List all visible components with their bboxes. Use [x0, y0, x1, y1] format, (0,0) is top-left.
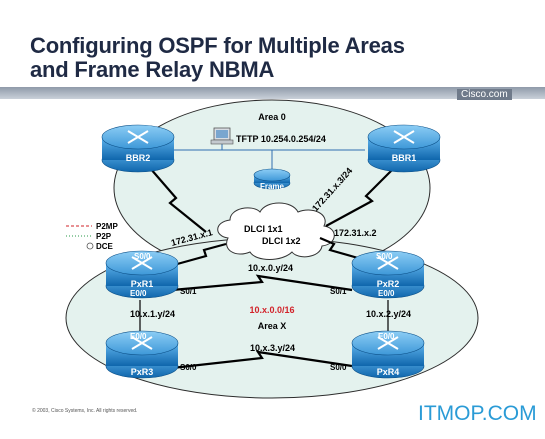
- dlci-2-label: DLCI 1x2: [262, 236, 301, 246]
- title-line-1: Configuring OSPF for Multiple Areas: [30, 33, 405, 58]
- area-x-label: Area X: [258, 321, 287, 331]
- legend-dce-icon: [86, 242, 94, 250]
- if-pxr1-s00: S0/0: [134, 252, 151, 261]
- if-pxr2-s00: S0/0: [376, 252, 393, 261]
- pc-icon: [210, 127, 234, 145]
- if-pxr2-e00: E0/0: [378, 289, 395, 298]
- router-pxr1: [105, 250, 179, 299]
- router-pxr3: [105, 330, 179, 379]
- legend-p2p-label: P2P: [96, 232, 112, 241]
- link-bbr2-cloud: [149, 167, 207, 233]
- frame-label: Frame: [260, 182, 285, 191]
- header-bar: [0, 87, 545, 99]
- link-pxr1-cloud: [169, 242, 227, 268]
- if-pxr1-e00: E0/0: [130, 289, 147, 298]
- if-pxr4-e00: E0/0: [378, 332, 395, 341]
- router-pxr2: [351, 250, 425, 299]
- dlci-1-label: DLCI 1x1: [244, 224, 283, 234]
- router-label-pxr4: PxR4: [377, 367, 400, 377]
- link-pxr2-cloud: [319, 236, 359, 260]
- watermark: ITMOP.COM: [418, 402, 537, 425]
- router-bbr1: [367, 124, 441, 173]
- addr-pxr1-pxr2: 10.x.0.y/24: [248, 263, 293, 273]
- router-bbr2: [101, 124, 175, 173]
- legend-p2mp-label: P2MP: [96, 222, 118, 231]
- link-pxr3-pxr4: [171, 350, 353, 370]
- if-pxr4-s00: S0/0: [330, 363, 347, 372]
- if-pxr3-e00: E0/0: [130, 332, 147, 341]
- if-pxr2-s01: S0/1: [330, 287, 347, 296]
- page-title: Configuring OSPF for Multiple Areas and …: [30, 34, 510, 82]
- router-label-pxr3: PxR3: [131, 367, 154, 377]
- copyright-footer: © 2003, Cisco Systems, Inc. All rights r…: [32, 408, 138, 414]
- tftp-label: TFTP 10.254.0.254/24: [236, 134, 326, 144]
- legend-dce-label: DCE: [96, 242, 114, 251]
- addr-pxr1-pxr3: 10.x.1.y/24: [130, 309, 175, 319]
- if-pxr3-s00: S0/0: [180, 363, 197, 372]
- if-pxr1-s01: S0/1: [180, 287, 197, 296]
- router-label-bbr1: BBR1: [392, 153, 417, 163]
- link-pxr1-pxr2: [171, 274, 353, 292]
- title-line-2: and Frame Relay NBMA: [30, 57, 275, 82]
- frame-relay-cloud: [217, 202, 335, 260]
- router-pxr4: [351, 330, 425, 379]
- link-bbr1-cloud: [325, 167, 395, 227]
- serial-links: [149, 167, 395, 370]
- addr-pxr2-pxr4: 10.x.2.y/24: [366, 309, 411, 319]
- addr-pxr3-pxr4: 10.x.3.y/24: [250, 343, 295, 353]
- area-0-label: Area 0: [258, 112, 286, 122]
- brand-label: Cisco.com: [457, 89, 512, 100]
- network-label: 10.x.0.0/16: [249, 305, 294, 315]
- router-label-bbr2: BBR2: [126, 153, 151, 163]
- router-label-pxr2: PxR2: [377, 279, 400, 289]
- legend: P2MP P2P DCE: [66, 222, 118, 251]
- frame-switch-icon: [253, 168, 291, 190]
- router-label-pxr1: PxR1: [131, 279, 154, 289]
- addr-pxr2-frame: 172.31.x.2: [334, 228, 377, 238]
